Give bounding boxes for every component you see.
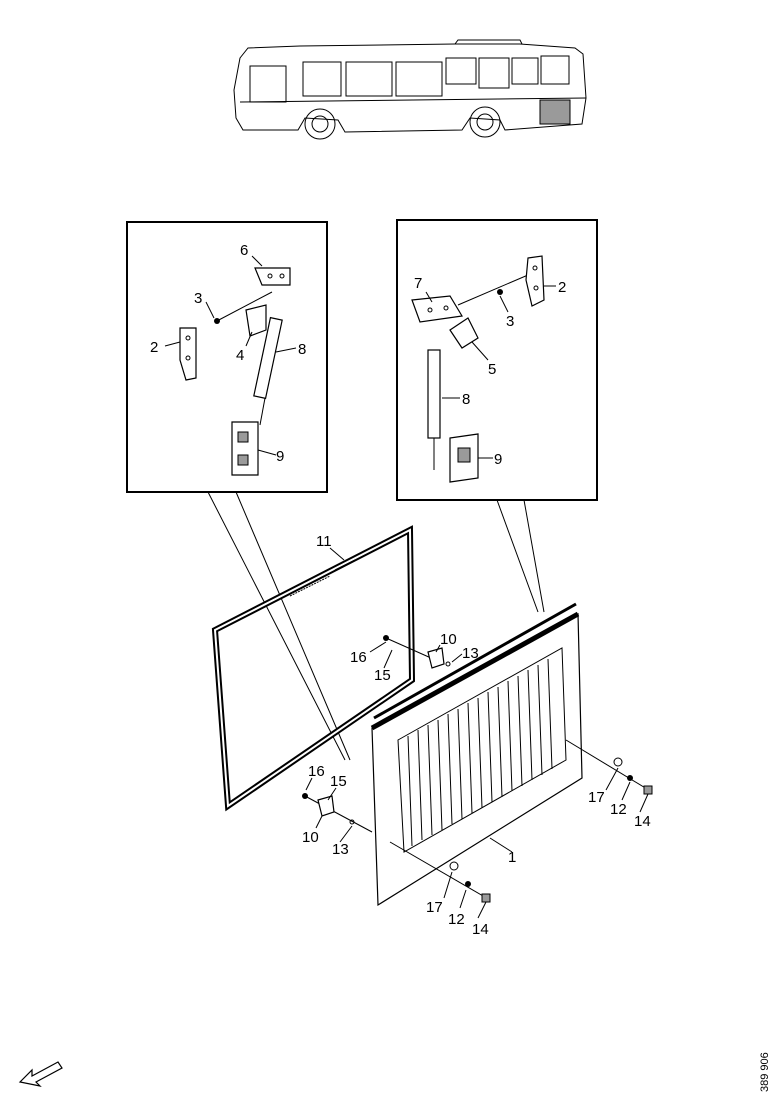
seal-frame — [211, 525, 416, 812]
callout-5: 5 — [488, 361, 496, 378]
callout-9: 9 — [276, 448, 284, 465]
callout-3: 3 — [194, 290, 202, 307]
callout-8: 8 — [298, 341, 306, 358]
callout-10: 10 — [440, 631, 457, 648]
callout-1: 1 — [508, 849, 516, 866]
callout-16: 16 — [308, 763, 325, 780]
callout-8: 8 — [462, 391, 470, 408]
fastener-group-right — [565, 739, 653, 813]
detail-box-right: 7 2 3 5 8 9 — [396, 219, 598, 501]
callout-2: 2 — [558, 279, 566, 296]
direction-arrow-icon — [18, 1061, 63, 1087]
callout-3: 3 — [506, 313, 514, 330]
callout-11: 11 — [316, 533, 332, 550]
fastener-group-lower-left — [302, 777, 373, 843]
callout-10: 10 — [302, 829, 319, 846]
detail-box-left: 6 3 2 4 8 9 — [126, 221, 328, 493]
detail-leader-right — [496, 499, 545, 613]
detail-leader-left — [207, 491, 351, 761]
grille-slats — [407, 658, 553, 847]
callout-13: 13 — [332, 841, 349, 858]
callout-9: 9 — [494, 451, 502, 468]
callout-17: 17 — [588, 789, 605, 806]
callout-17: 17 — [426, 899, 443, 916]
callout-15: 15 — [374, 667, 391, 684]
callout-2: 2 — [150, 339, 158, 356]
hatch-panel — [370, 602, 583, 907]
callout-14: 14 — [472, 921, 489, 938]
fastener-group-lower — [389, 841, 491, 919]
callout-14: 14 — [634, 813, 651, 830]
drawing-reference: 389 906 — [759, 1052, 771, 1092]
callout-15: 15 — [330, 773, 347, 790]
callout-16: 16 — [350, 649, 367, 666]
callout-12: 12 — [448, 911, 465, 928]
callout-4: 4 — [236, 347, 244, 364]
fastener-group-upper — [369, 635, 463, 669]
callout-7: 7 — [414, 275, 422, 292]
callout-13: 13 — [462, 645, 479, 662]
callout-12: 12 — [610, 801, 627, 818]
callout-6: 6 — [240, 242, 248, 259]
bus-illustration — [233, 39, 587, 140]
